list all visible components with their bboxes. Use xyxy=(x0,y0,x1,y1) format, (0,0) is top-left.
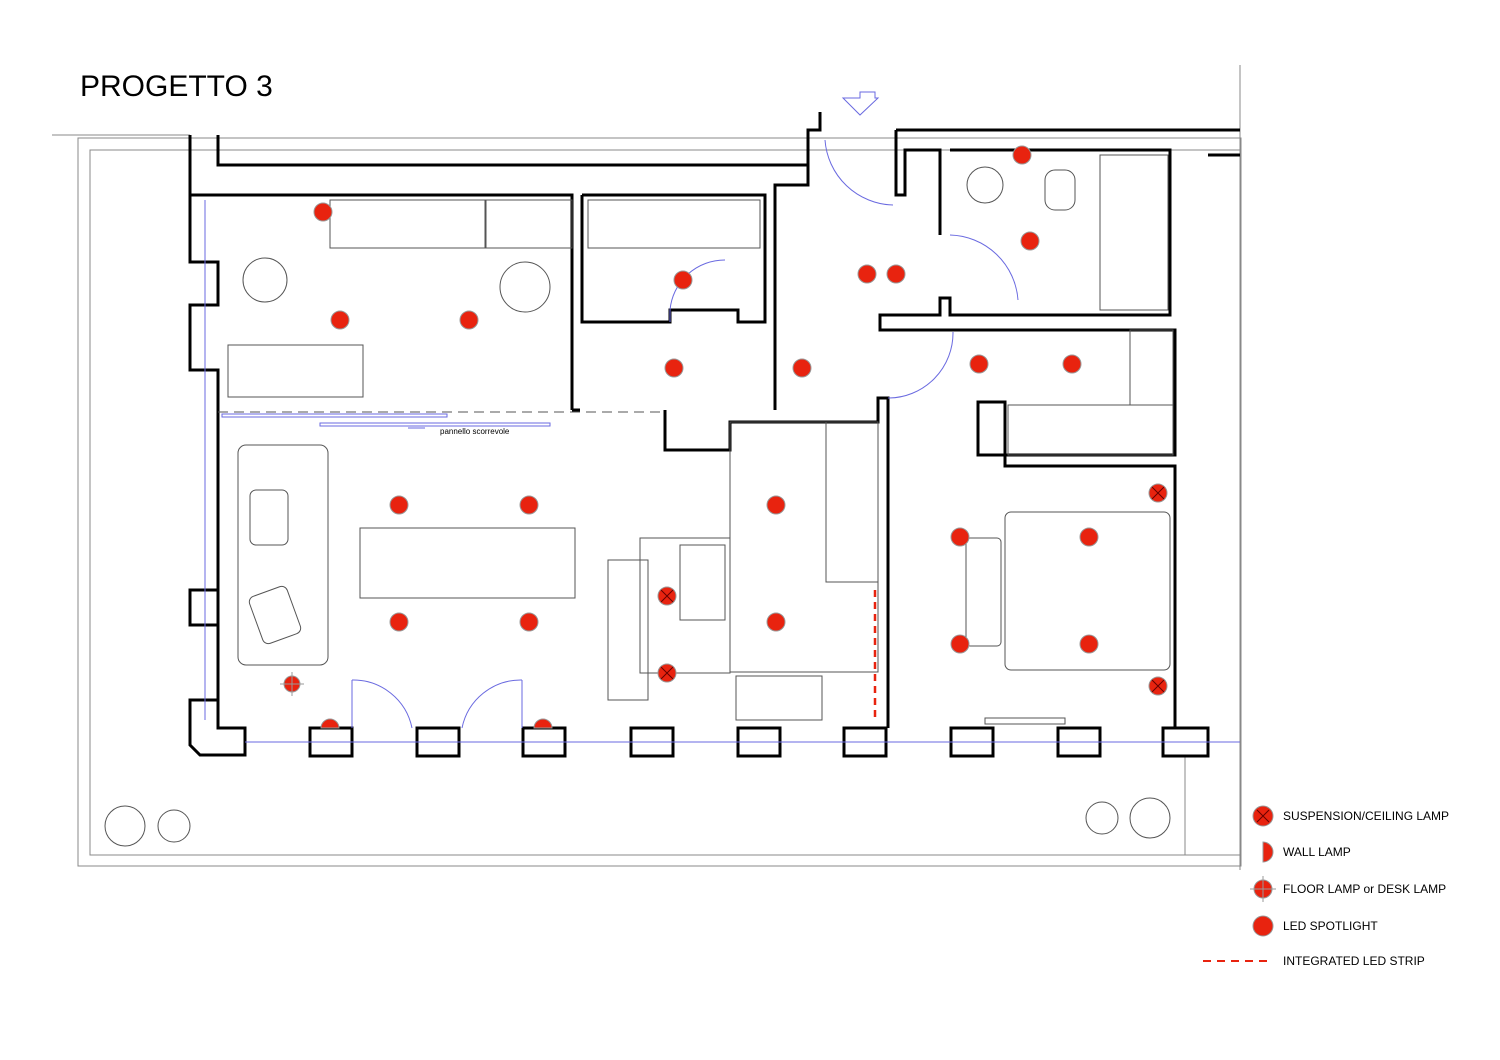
sliding-panel xyxy=(218,411,665,429)
suspension-lamp xyxy=(1148,676,1168,696)
led-spotlight xyxy=(313,202,333,222)
wall-lamp xyxy=(533,718,553,729)
walls xyxy=(188,112,1240,757)
led-spotlight xyxy=(950,527,970,547)
sliding-panel-label: pannello scorrevole xyxy=(440,427,510,436)
led-spotlight xyxy=(1020,231,1040,251)
led-spotlight xyxy=(389,612,409,632)
page-title: PROGETTO 3 xyxy=(80,70,273,103)
led-spotlight xyxy=(886,264,906,284)
terrace-outline xyxy=(52,65,1242,870)
led-spotlight xyxy=(519,495,539,515)
doors xyxy=(351,91,1019,729)
led-spotlight xyxy=(766,612,786,632)
led-spotlight xyxy=(766,495,786,515)
floor-lamp xyxy=(280,672,304,696)
legend-symbols xyxy=(1203,805,1276,962)
led-spotlight xyxy=(664,358,684,378)
legend-suspension-lamp: SUSPENSION/CEILING LAMP xyxy=(1283,809,1450,823)
legend-wall-lamp: WALL LAMP xyxy=(1283,845,1351,859)
led-spotlight xyxy=(519,612,539,632)
led-spotlight xyxy=(969,354,989,374)
led-spotlight xyxy=(1079,527,1099,547)
furniture xyxy=(104,154,1174,847)
legend-led-strip: INTEGRATED LED STRIP xyxy=(1283,954,1425,968)
led-spotlight xyxy=(950,634,970,654)
wall-lamp xyxy=(320,718,340,729)
led-spotlight xyxy=(459,310,479,330)
suspension-lamp-icon xyxy=(1252,805,1274,827)
led-spotlight xyxy=(673,270,693,290)
legend-floor-lamp: FLOOR LAMP or DESK LAMP xyxy=(1283,882,1447,896)
suspension-lamp xyxy=(657,586,677,606)
lamps xyxy=(280,145,1168,729)
led-spotlight xyxy=(330,310,350,330)
suspension-lamp xyxy=(657,663,677,683)
window-piers xyxy=(204,200,1240,758)
floor-lamp-icon xyxy=(1250,876,1276,902)
led-spotlight-icon xyxy=(1252,915,1274,937)
suspension-lamp xyxy=(1148,483,1168,503)
led-spotlight xyxy=(1079,634,1099,654)
wall-lamp-icon xyxy=(1262,841,1274,863)
led-spotlight xyxy=(389,495,409,515)
led-spotlight xyxy=(1012,145,1032,165)
led-spotlight xyxy=(857,264,877,284)
led-spotlight xyxy=(1062,354,1082,374)
legend-led-spotlight: LED SPOTLIGHT xyxy=(1283,919,1378,933)
led-spotlight xyxy=(792,358,812,378)
